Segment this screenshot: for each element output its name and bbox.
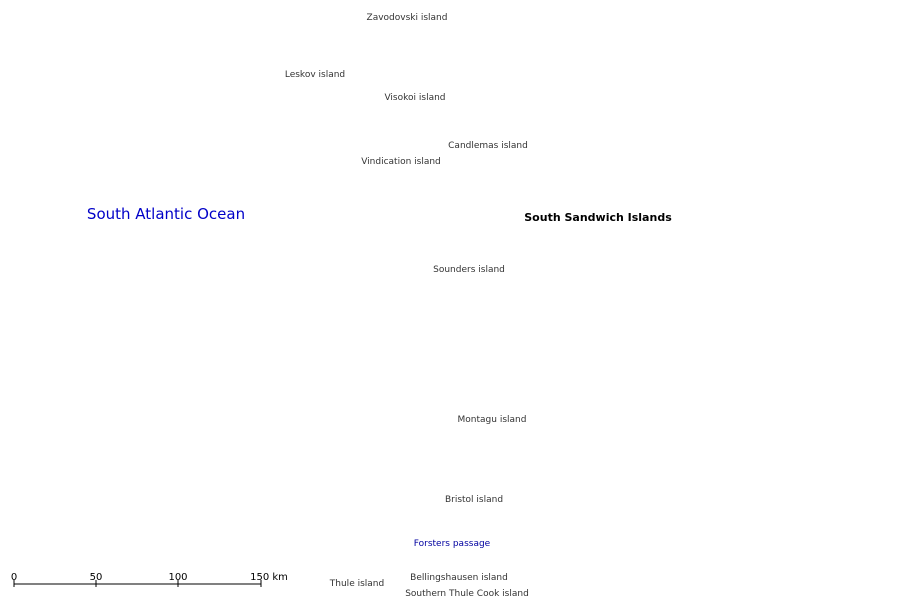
scale-label-100: 100: [168, 572, 188, 583]
label-south-atlantic-ocean: South Atlantic Ocean: [86, 205, 246, 223]
label-visokoi-island: Visokoi island: [384, 93, 446, 103]
label-zavodovski-island: Zavodovski island: [366, 13, 448, 23]
label-forsters-passage: Forsters passage: [413, 539, 491, 549]
label-thule-island: Thule island: [329, 579, 385, 589]
label-candlemas-island: Candlemas island: [448, 141, 528, 151]
label-bellingshausen-island: Bellingshausen island: [410, 573, 508, 583]
label-leskov-island: Leskov island: [284, 70, 346, 80]
label-south-sandwich-islands: South Sandwich Islands: [524, 211, 672, 224]
label-montagu-island: Montagu island: [457, 415, 527, 425]
scale-label-150-km: 150 km: [250, 572, 288, 583]
label-bristol-island: Bristol island: [444, 495, 504, 505]
label-saunders-island: Sounders island: [433, 265, 505, 275]
scale-label-0: 0: [10, 572, 18, 583]
label-vindication-island: Vindication island: [361, 157, 441, 167]
scale-label-50: 50: [89, 572, 103, 583]
label-southern-thule-cook-island: Southern Thule Cook island: [405, 589, 529, 599]
